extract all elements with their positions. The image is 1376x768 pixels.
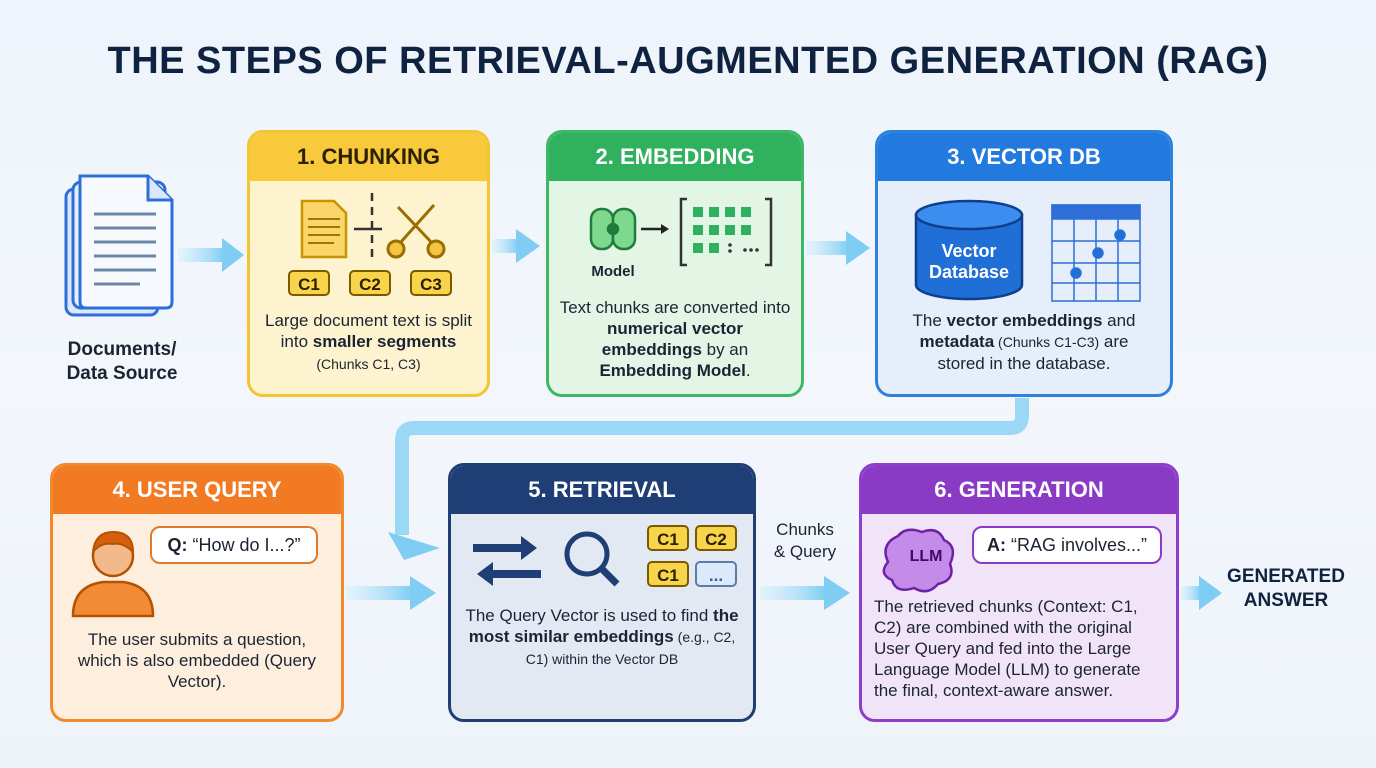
vector-grid-icon [1051,204,1141,302]
model-icon [589,207,637,251]
retrieval-illustration [473,531,620,587]
vectordb-description: The vector embeddings and metadata (Chun… [912,311,1136,373]
database-label: Vector Database [916,241,1022,283]
arrow-retrieval-to-generation [760,576,850,610]
brain-icon [882,528,955,593]
output-label-line2: ANSWER [1243,590,1329,611]
source-label-line2: Data Source [66,363,178,384]
split-line-icon [354,193,382,259]
database-label-line2: Database [928,262,1010,282]
connector-label: Chunks & Query [760,519,850,563]
query-bubble: Q: “How do I...?” [150,526,318,564]
database-label-line1: Vector [941,241,997,261]
arrow-vectordb-to-retrieval [388,398,1029,560]
vectordb-illustration [914,199,1141,302]
chunking-illustration [300,193,446,259]
answer-bubble: A: “RAG involves...” [972,526,1162,564]
arrow-generation-to-answer [1181,576,1222,610]
output-label: GENERATED ANSWER [1218,565,1354,613]
database-icon [914,199,1024,301]
embedding-card: 2. EMBEDDING Model Text chunks are conve… [546,130,804,397]
document-icon [300,199,348,259]
swap-arrows-icon [473,536,541,586]
chunk-chip: C2 [349,270,391,296]
connector-label-line1: Chunks [776,520,834,539]
chunking-header: 1. CHUNKING [250,133,487,181]
chunking-description: Large document text is split into smalle… [265,311,472,372]
userquery-header: 4. USER QUERY [53,466,341,514]
chunk-chip: C1 [288,270,330,296]
user-icon [71,530,155,618]
retrieval-card: 5. RETRIEVAL C1 C2 C1 ... The Query Vect… [448,463,756,722]
arrow-source-to-chunking [178,238,244,272]
retrieval-header: 5. RETRIEVAL [451,466,753,514]
embedding-illustration [589,197,773,267]
chunking-card: 1. CHUNKING C1 C2 C3 Large document text… [247,130,490,397]
chunk-chip: C3 [410,270,452,296]
vector-matrix-icon [679,197,773,267]
connector-label-line2: & Query [773,542,837,561]
generation-description: The retrieved chunks (Context: C1, C2) a… [874,597,1141,700]
arrow-right-icon [641,224,669,234]
retrieved-chunk-chip: C1 [647,525,689,551]
generation-header: 6. GENERATION [862,466,1176,514]
page-title: THE STEPS OF RETRIEVAL-AUGMENTED GENERAT… [107,40,1269,82]
userquery-description: The user submits a question, which is al… [77,630,317,691]
more-chunks-chip: ... [695,561,737,587]
magnifier-icon [564,531,620,587]
vectordb-card: 3. VECTOR DB Vector Database The vector … [875,130,1173,397]
brain-label: LLM [909,548,943,565]
retrieved-chunk-chip: C2 [695,525,737,551]
embedding-description: Text chunks are converted into numerical… [559,298,791,380]
userquery-card: 4. USER QUERY Q: “How do I...?” The user… [50,463,344,722]
arrow-embedding-to-vectordb [806,231,870,265]
output-label-line1: GENERATED [1227,566,1345,587]
vectordb-header: 3. VECTOR DB [878,133,1170,181]
retrieval-description: The Query Vector is used to find the mos… [465,606,739,667]
source-label: Documents/ Data Source [42,338,202,386]
model-label: Model [591,263,635,280]
arrow-chunking-to-embedding [492,229,540,263]
source-label-line1: Documents/ [67,339,177,360]
arrow-query-to-retrieval [346,576,436,610]
scissors-icon [386,203,446,259]
embedding-header: 2. EMBEDDING [549,133,801,181]
generation-card: 6. GENERATION LLM A: “RAG involves...” T… [859,463,1179,722]
retrieved-chunk-chip: C1 [647,561,689,587]
